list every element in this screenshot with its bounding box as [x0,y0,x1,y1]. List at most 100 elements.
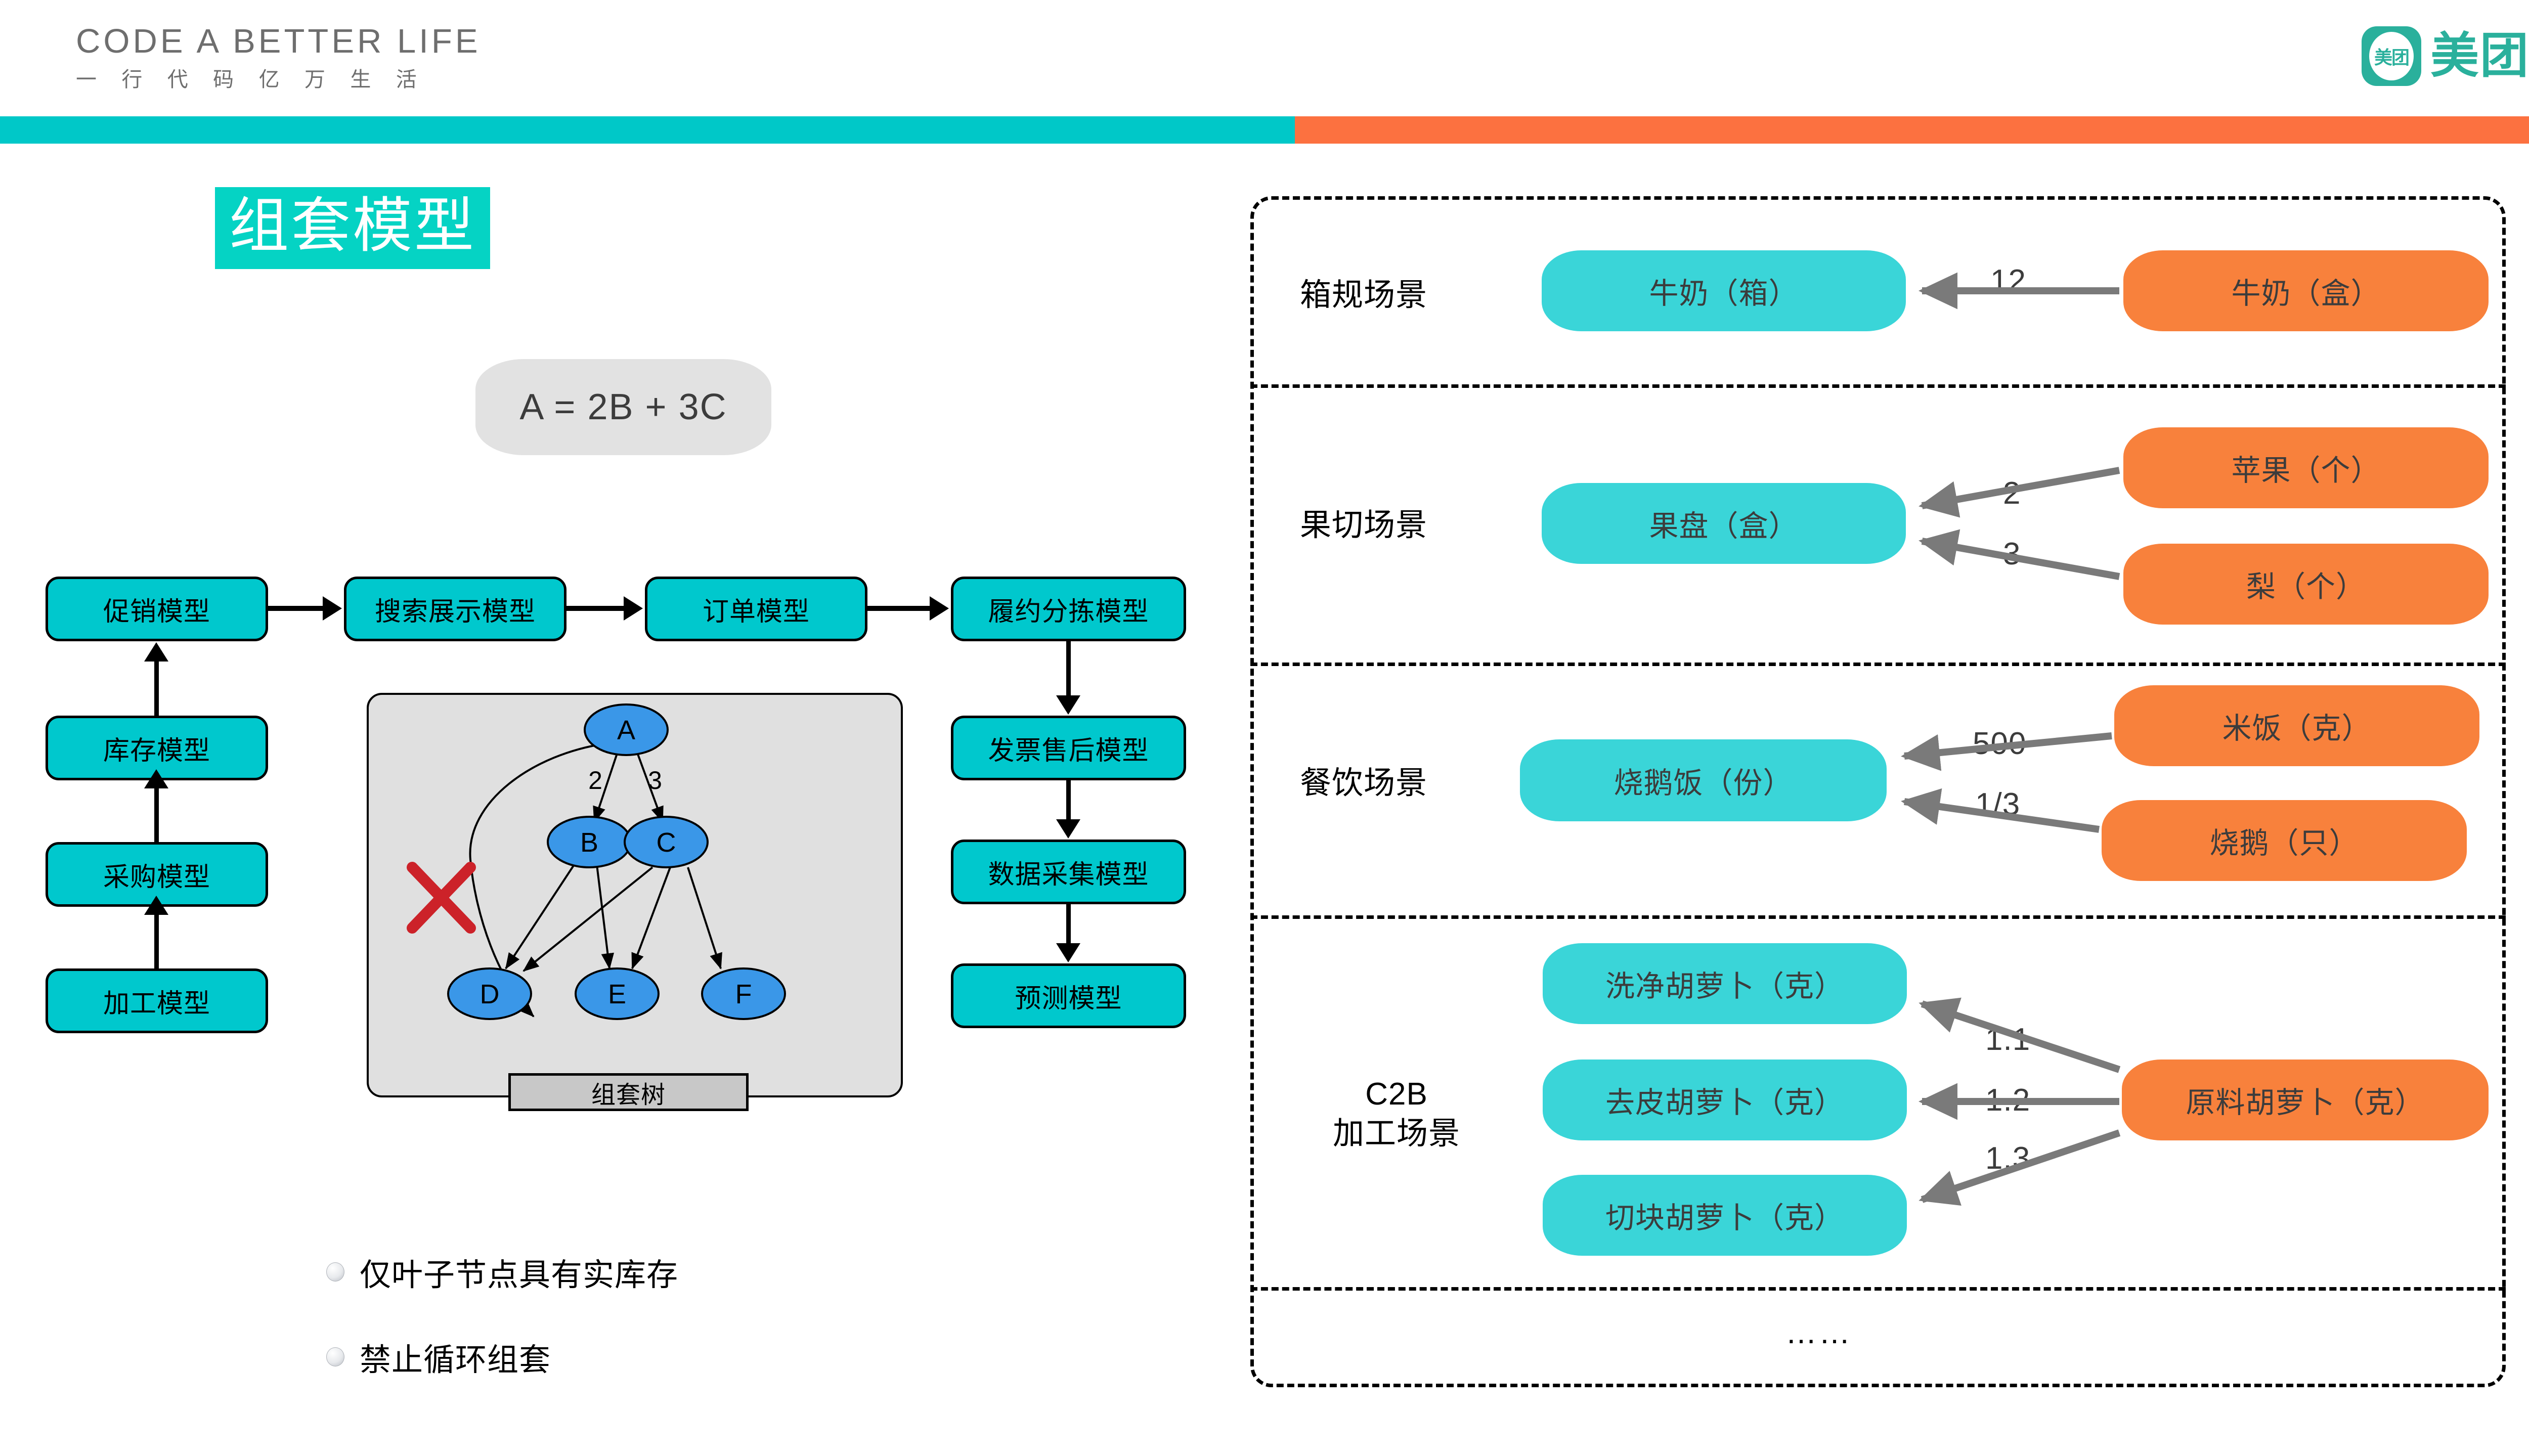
arrowhead-invoice-to-datacollect-icon [1056,819,1080,839]
svg-text:F: F [735,979,752,1009]
scenario-label-fruit-cut: 果切场景 [1300,508,1428,543]
scenario-panel [1250,196,2506,1387]
flow-box-forecast[interactable]: 预测模型 [951,963,1186,1028]
header-bar-orange-segment [1294,116,2529,144]
bullet-text-leaf-stock: 仅叶子节点具有实库存 [360,1258,679,1293]
flow-box-forecast-label: 预测模型 [1015,984,1122,1013]
flow-arrow-purchase-to-inventory [154,787,159,844]
assembly-tree-caption: 组套树 [508,1073,749,1111]
flow-box-invoice-label: 发票售后模型 [988,736,1149,766]
flow-box-search-label: 搜索展示模型 [374,597,536,627]
scenario-target-fruit-plate[interactable]: 果盘（盒） [1542,483,1906,564]
brand-tagline-cn: 一 行 代 码 亿 万 生 活 [76,68,426,91]
scenario-source-raw-carrot-label: 原料胡萝卜（克） [2186,1086,2425,1119]
brand-logo: CODE A BETTER LIFE 一 行 代 码 亿 万 生 活 [76,24,531,90]
scenario-source-raw-carrot[interactable]: 原料胡萝卜（克） [2122,1060,2489,1140]
formula-badge: A = 2B + 3C [475,359,771,455]
scenario-qty-goose: 1/3 [1975,787,2021,822]
flow-arrow-invoice-to-datacollect [1066,780,1071,822]
flow-arrow-fulfill-to-invoice [1066,641,1071,697]
bullet-text-no-cycle: 禁止循环组套 [360,1343,551,1378]
scenario-target-milk-case-label: 牛奶（箱） [1649,277,1799,310]
scenario-qty-apple: 2 [2003,476,2021,511]
bullet-list: 仅叶子节点具有实库存 禁止循环组套 [326,1249,678,1419]
flow-arrow-inventory-to-promo [154,660,159,717]
scenario-qty-peeled-carrot: 1.2 [1985,1083,2031,1118]
flow-box-processing-label: 加工模型 [103,989,210,1019]
flow-box-fulfill-label: 履约分拣模型 [988,597,1149,627]
scenario-source-milk-box[interactable]: 牛奶（盒） [2123,250,2489,331]
scenario-qty-diced-carrot: 1.3 [1985,1141,2031,1176]
scenario-label-c2b-line1: C2B [1365,1077,1428,1112]
scenario-source-apple[interactable]: 苹果（个） [2123,427,2489,508]
arrowhead-promo-to-search-icon [323,596,342,621]
scenario-target-fruit-plate-label: 果盘（盒） [1649,510,1799,543]
svg-text:D: D [480,979,500,1009]
flow-box-order-label: 订单模型 [702,597,810,627]
arrowhead-purchase-to-inventory-icon [144,769,168,788]
arrowhead-fulfill-to-invoice-icon [1056,695,1080,715]
scenario-target-goose-rice-label: 烧鹅饭（份） [1614,767,1793,800]
flow-arrow-promo-to-search [268,606,324,611]
scenario-qty-milk: 12 [1990,263,2026,298]
scenario-source-pear[interactable]: 梨（个） [2123,544,2489,625]
flow-box-promo[interactable]: 促销模型 [46,577,268,641]
arrowhead-datacollect-to-forecast-icon [1056,943,1080,962]
formula-text: A = 2B + 3C [519,387,727,427]
scenario-target-peeled-carrot[interactable]: 去皮胡萝卜（克） [1543,1060,1907,1140]
scenario-target-peeled-carrot-label: 去皮胡萝卜（克） [1605,1086,1844,1119]
assembly-tree-graph: A B C D E F 2 3 [407,703,786,1020]
svg-text:E: E [608,979,626,1009]
meituan-badge-icon: 美团 [2362,26,2421,86]
scenario-target-washed-carrot-label: 洗净胡萝卜（克） [1605,970,1844,1003]
flow-arrow-order-to-fulfill [867,606,931,611]
scenario-divider-2 [1250,663,2506,666]
meituan-badge-label: 美团 [2369,32,2414,80]
scenario-target-washed-carrot[interactable]: 洗净胡萝卜（克） [1543,943,1907,1024]
svg-text:C: C [657,827,676,858]
scenario-target-goose-rice[interactable]: 烧鹅饭（份） [1520,739,1887,821]
flow-arrow-processing-to-purchase [154,913,159,970]
flow-arrow-datacollect-to-forecast [1066,904,1071,946]
flow-box-search[interactable]: 搜索展示模型 [344,577,566,641]
scenario-source-apple-label: 苹果（个） [2231,454,2381,487]
scenario-divider-1 [1250,384,2506,388]
page-title: 组套模型 [215,187,491,269]
bullet-item-no-cycle: 禁止循环组套 [326,1334,678,1380]
flow-box-datacollect[interactable]: 数据采集模型 [951,840,1186,904]
scenario-target-diced-carrot[interactable]: 切块胡萝卜（克） [1543,1175,1907,1256]
arrowhead-processing-to-purchase-icon [144,896,168,915]
bullet-dot-icon [326,1347,344,1366]
scenario-source-goose-label: 烧鹅（只） [2209,827,2359,860]
flow-box-promo-label: 促销模型 [103,597,210,627]
scenario-label-c2b: C2B 加工场景 [1333,1075,1460,1153]
svg-text:A: A [617,715,635,745]
flow-box-purchase-label: 采购模型 [103,862,210,892]
scenario-qty-pear: 3 [2003,537,2021,571]
svg-text:B: B [580,827,598,858]
arrowhead-inventory-to-promo-icon [144,642,168,661]
flow-box-inventory-label: 库存模型 [103,736,210,766]
scenario-label-box-spec: 箱规场景 [1300,278,1428,313]
scenario-label-c2b-line2: 加工场景 [1333,1116,1461,1151]
scenario-more-ellipsis: …… [1785,1315,1852,1350]
flow-arrow-search-to-order [566,606,625,611]
assembly-tree-panel [367,693,903,1097]
scenario-source-pear-label: 梨（个） [2246,570,2366,603]
scenario-source-rice-label: 米饭（克） [2222,712,2372,745]
scenario-divider-4 [1250,1287,2506,1291]
flow-box-fulfill[interactable]: 履约分拣模型 [951,577,1186,641]
scenario-source-rice[interactable]: 米饭（克） [2114,685,2479,766]
scenario-source-goose[interactable]: 烧鹅（只） [2102,800,2467,881]
bullet-item-leaf-stock: 仅叶子节点具有实库存 [326,1249,678,1295]
bullet-dot-icon [326,1262,344,1282]
scenario-source-milk-box-label: 牛奶（盒） [2231,277,2381,310]
assembly-tree-caption-label: 组套树 [591,1081,666,1109]
flow-box-processing[interactable]: 加工模型 [46,968,268,1033]
scenario-target-diced-carrot-label: 切块胡萝卜（克） [1605,1202,1844,1234]
scenario-target-milk-case[interactable]: 牛奶（箱） [1542,250,1906,331]
brand-tagline-en: CODE A BETTER LIFE [76,22,481,60]
flow-box-invoice[interactable]: 发票售后模型 [951,716,1186,780]
flow-box-order[interactable]: 订单模型 [645,577,867,641]
meituan-logo: 美团 美团 [2362,26,2529,86]
